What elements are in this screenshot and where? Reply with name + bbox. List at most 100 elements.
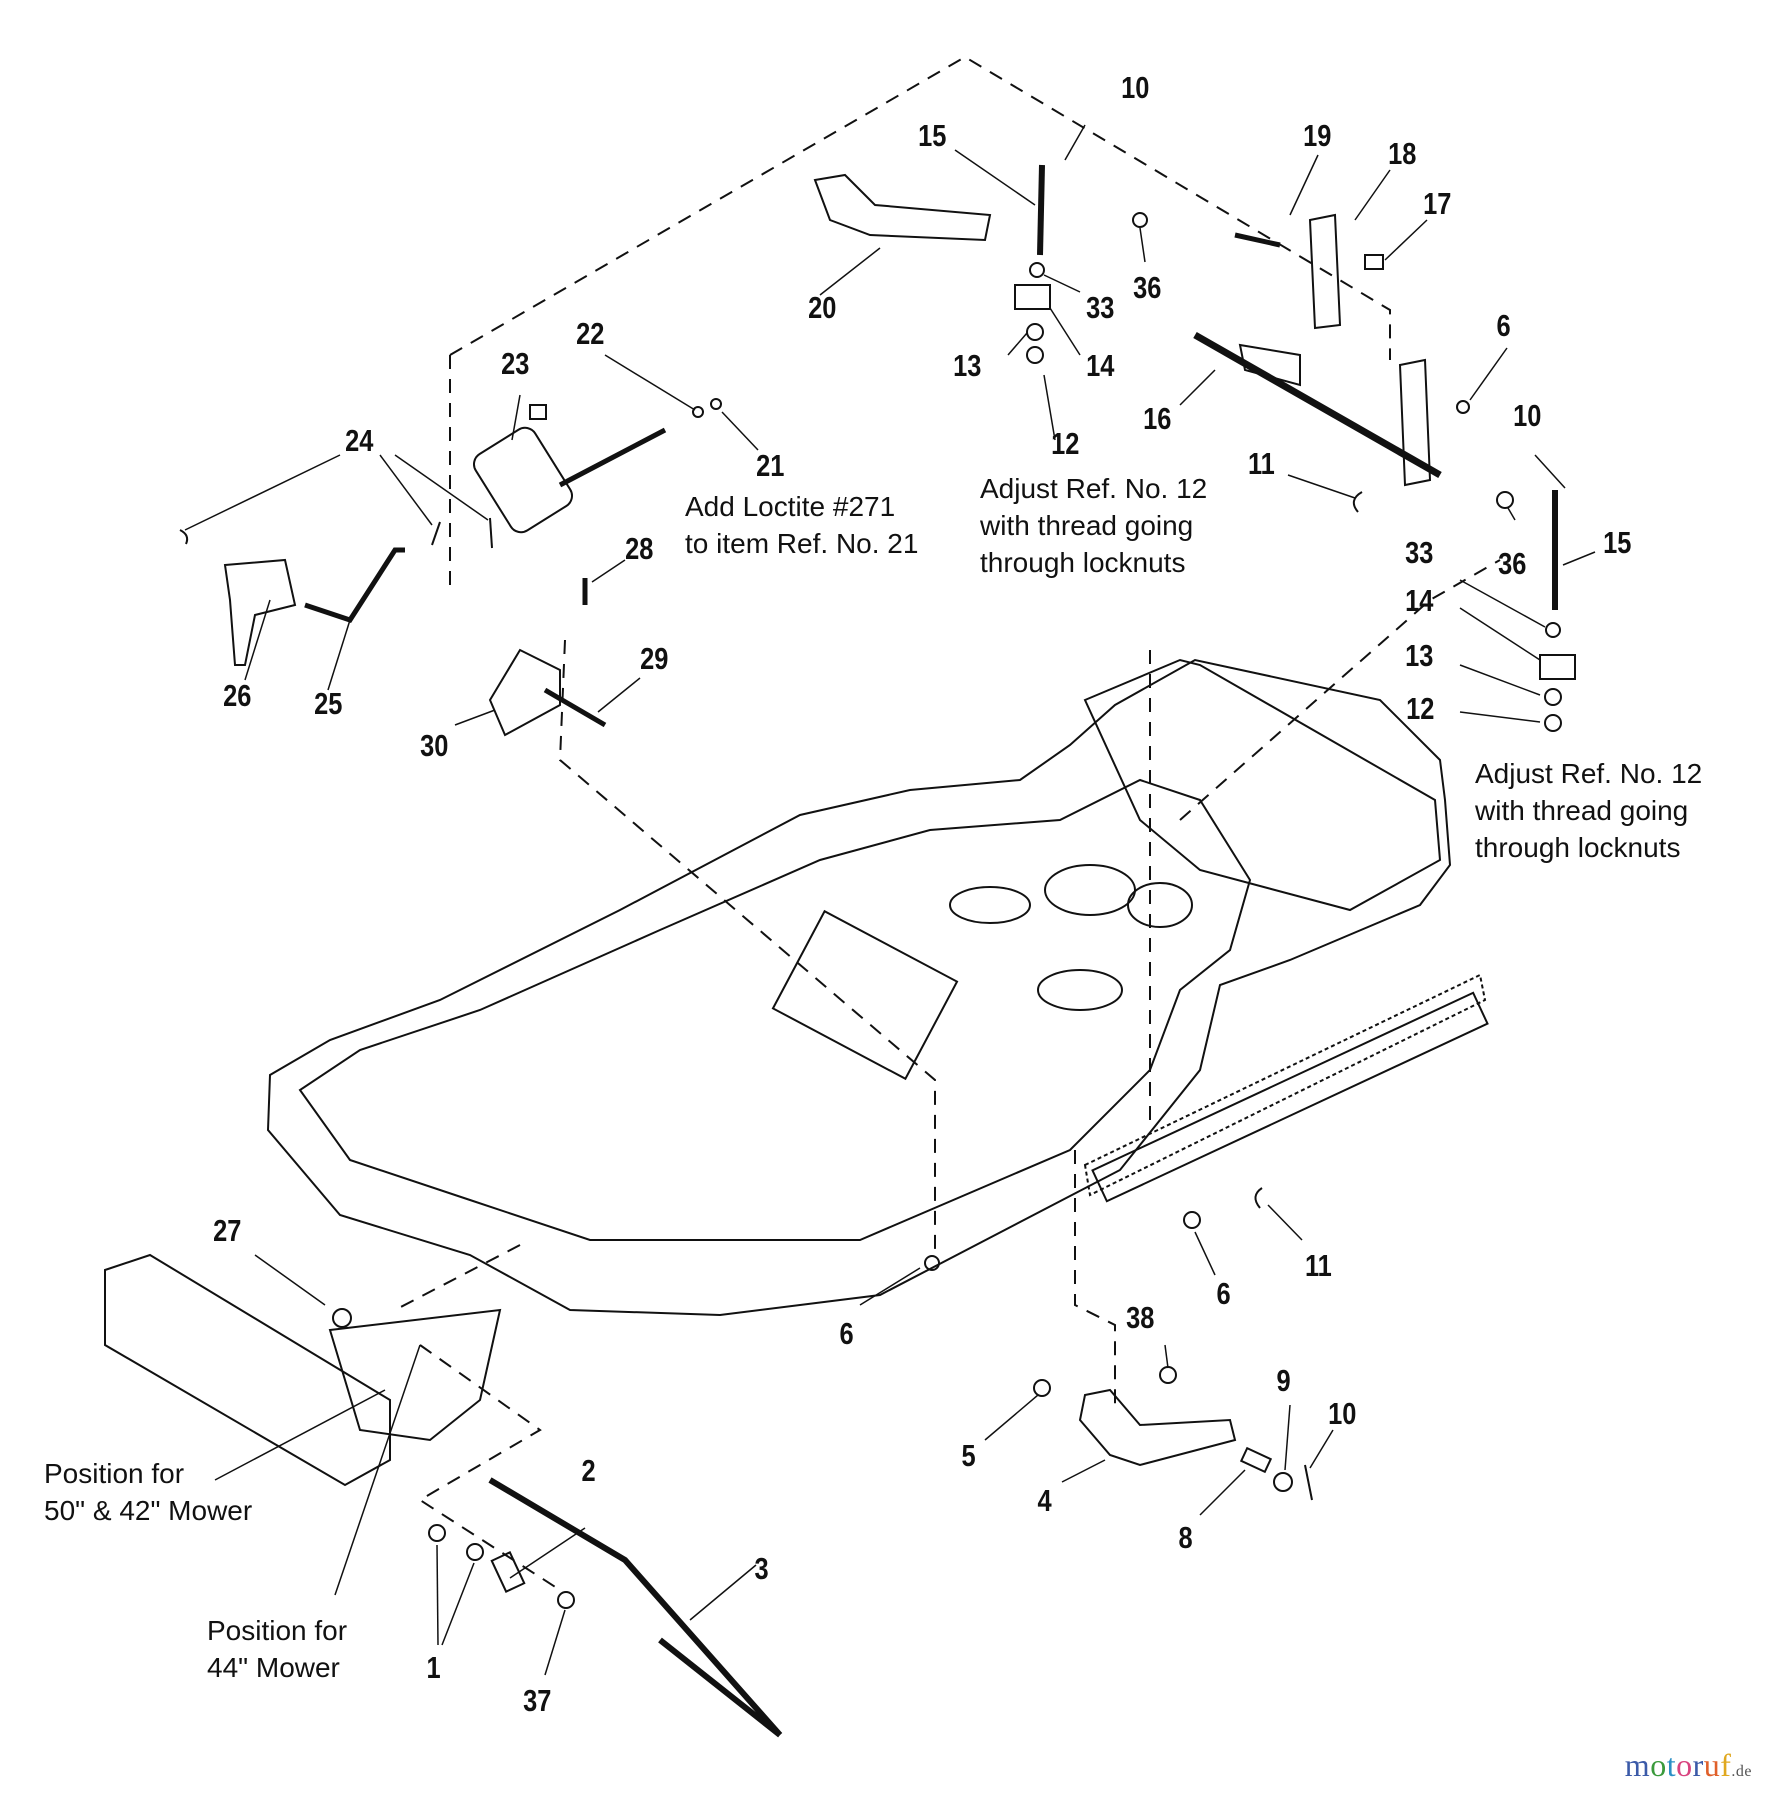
rear-frame-plate: [1083, 658, 1442, 912]
locknut-33: [1029, 262, 1045, 278]
callout-part-4: 4: [1037, 1483, 1052, 1518]
front-frame-bar: [1091, 991, 1489, 1203]
note-line: with thread going: [1475, 795, 1689, 826]
lift-link-15: [1037, 164, 1045, 256]
callout-part-18: 18: [1388, 136, 1417, 171]
deck-lift-rod: [488, 1477, 783, 1737]
note-line: Adjust Ref. No. 12: [1475, 758, 1703, 789]
callout-part-11: 11: [1304, 1248, 1332, 1283]
pedal-bracket-26: [223, 558, 297, 666]
hairpin-10: [1304, 1464, 1313, 1501]
nut-6-center: [924, 1255, 940, 1271]
callout-part-33: 33: [1405, 535, 1434, 570]
mower-frame-inner: [298, 778, 1252, 1241]
callout-part-36: 36: [1133, 270, 1162, 305]
callout-part-15: 15: [1603, 525, 1632, 560]
washer-36-right: [1496, 491, 1514, 509]
lift-arm-20: [813, 173, 992, 242]
callout-part-25: 25: [314, 686, 343, 721]
callout-part-15: 15: [918, 118, 947, 153]
watermark-letter: u: [1703, 1747, 1721, 1783]
callout-part-28: 28: [625, 531, 654, 566]
lift-arm-4: [1078, 1388, 1237, 1467]
cross-shaft-16: [1193, 331, 1442, 479]
assembly-guide-line: [1179, 559, 1501, 821]
locknut-33-right: [1545, 622, 1561, 638]
nut-37: [557, 1591, 575, 1609]
callout-part-6: 6: [839, 1316, 854, 1351]
nut-6: [1456, 400, 1470, 414]
locknut-12-right: [1544, 714, 1562, 732]
callout-part-29: 29: [640, 641, 669, 676]
callout-part-6: 6: [1216, 1276, 1231, 1311]
leader-lines: [184, 124, 1596, 1676]
pin-8: [1239, 1446, 1273, 1474]
callout-part-19: 19: [1303, 118, 1332, 153]
frame-cutout: [949, 886, 1031, 924]
assembly-guide-line: [394, 1244, 521, 1311]
note-line: through locknuts: [980, 547, 1186, 578]
callout-part-13: 13: [953, 348, 982, 383]
cross-shaft-bracket: [1238, 343, 1301, 387]
frame-cutout: [1127, 882, 1193, 928]
note-line: through locknuts: [1475, 832, 1681, 863]
callout-part-8: 8: [1178, 1520, 1193, 1555]
callout-part-33: 33: [1086, 290, 1115, 325]
callout-part-5: 5: [961, 1438, 976, 1473]
assembly-guide-line: [1074, 1150, 1116, 1405]
callout-part-6: 6: [1496, 308, 1511, 343]
callout-part-20: 20: [808, 290, 837, 325]
spacer-17: [1364, 254, 1384, 270]
callout-part-1: 1: [426, 1650, 441, 1685]
front-bumper: [104, 1253, 391, 1487]
callout-part-24: 24: [345, 423, 374, 458]
washer-38: [1159, 1366, 1177, 1384]
watermark-letter: t: [1666, 1747, 1677, 1783]
callout-part-14: 14: [1405, 583, 1434, 618]
callout-part-23: 23: [501, 346, 530, 381]
callout-part-30: 30: [420, 728, 449, 763]
mower-frame: [266, 658, 1452, 1317]
bolt-5: [1033, 1379, 1051, 1397]
arm-plate-18: [1308, 213, 1342, 330]
locknut-12: [1026, 346, 1044, 364]
assembly-guide-line: [449, 55, 1391, 360]
callout-part-13: 13: [1405, 638, 1434, 673]
callout-part-37: 37: [523, 1683, 552, 1718]
pedal-rod-25: [304, 547, 405, 623]
note-line: Position for: [207, 1615, 348, 1646]
hairpin-24: [179, 529, 189, 545]
trunnion-block-14: [1014, 284, 1051, 310]
note-line: with thread going: [980, 510, 1194, 541]
spacer-13: [1026, 323, 1044, 341]
e-clip-11-lower: [1254, 1187, 1263, 1209]
note-adjust-right: Adjust Ref. No. 12 with thread going thr…: [1475, 755, 1702, 866]
hairpin-24: [489, 517, 493, 549]
clevis-pin-19: [1234, 232, 1281, 248]
washer-9: [1273, 1472, 1293, 1492]
nut-27: [332, 1308, 352, 1328]
watermark-tld: .de: [1731, 1763, 1752, 1780]
bumper-plate: [328, 1308, 502, 1442]
hairpin-24: [431, 521, 441, 546]
callout-part-16: 16: [1143, 401, 1172, 436]
washer-36: [1132, 212, 1148, 228]
note-loctite: Add Loctite #271 to item Ref. No. 21: [685, 488, 918, 562]
callout-part-9: 9: [1276, 1363, 1291, 1398]
nut-1: [428, 1524, 446, 1542]
note-line: 50" & 42" Mower: [44, 1495, 253, 1526]
callout-part-10: 10: [1513, 398, 1542, 433]
note-line: Add Loctite #271: [685, 491, 896, 522]
watermark-letter: o: [1650, 1747, 1667, 1783]
nut-6-right: [1183, 1211, 1201, 1229]
note-position-44: Position for 44" Mower: [207, 1612, 347, 1686]
actuator-rod: [558, 427, 667, 488]
clip-23b: [529, 404, 547, 420]
callout-part-10: 10: [1328, 1396, 1357, 1431]
watermark-logo: motoruf.de: [1625, 1747, 1752, 1784]
frame-slot: [771, 909, 959, 1081]
watermark-letter: r: [1692, 1747, 1704, 1783]
assembly-guide-line: [418, 1344, 561, 1591]
callout-part-2: 2: [581, 1453, 596, 1488]
